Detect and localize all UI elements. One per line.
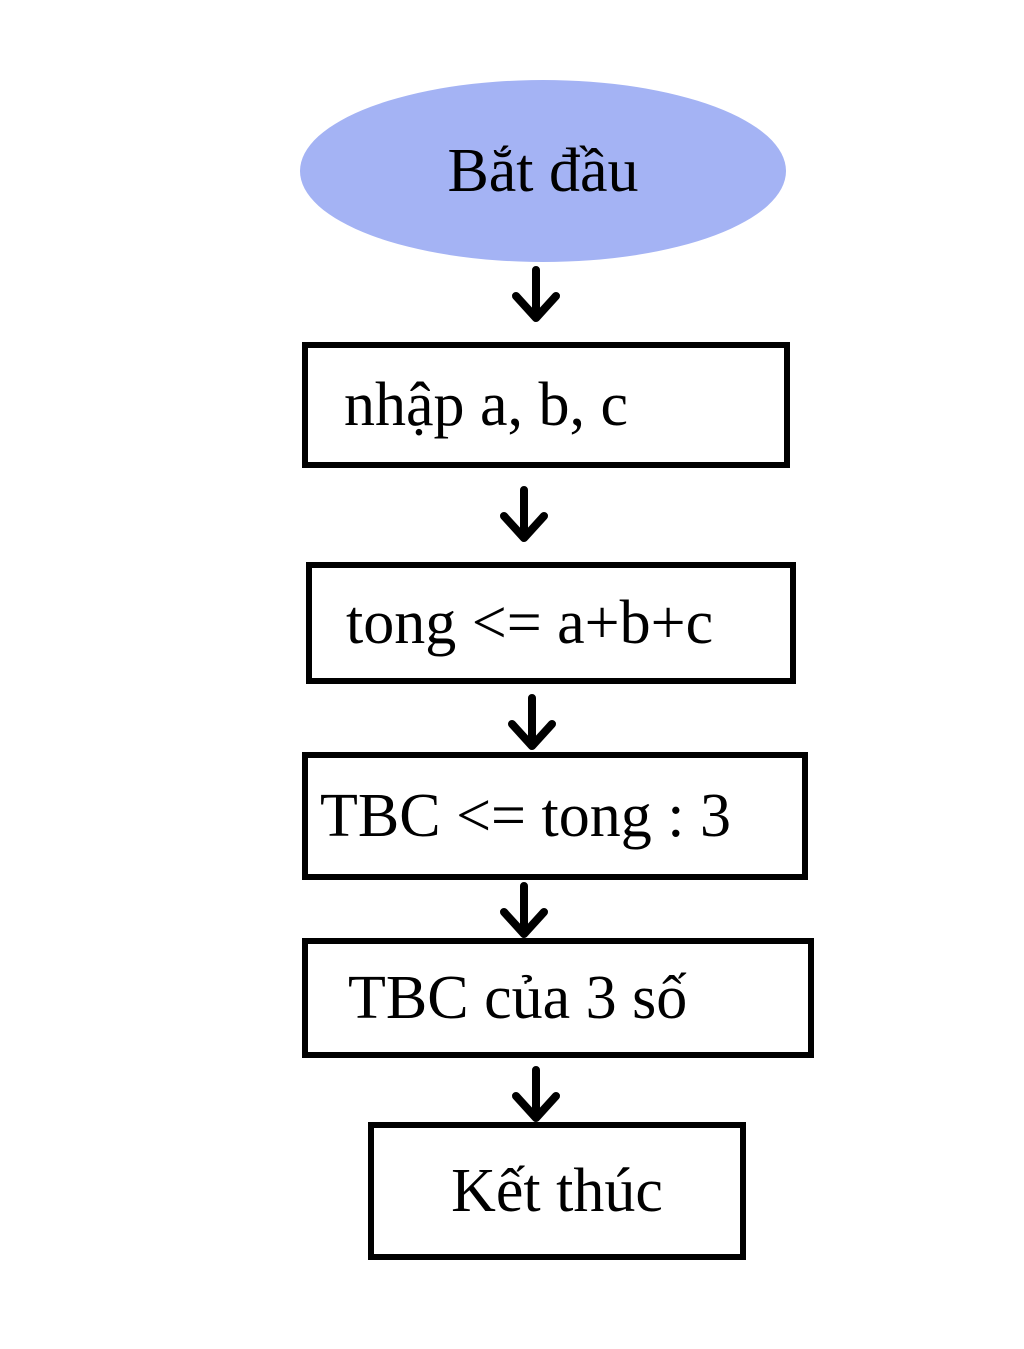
arrow-down-icon [496, 486, 552, 546]
arrow-down-icon [508, 1066, 564, 1126]
arrow-down-icon [496, 882, 552, 942]
output-step-label: TBC của 3 số [348, 964, 688, 1032]
input-step: nhập a, b, c [302, 342, 790, 468]
arrow-down-icon [508, 266, 564, 326]
input-step-label: nhập a, b, c [344, 371, 629, 439]
sum-step-label: tong <= a+b+c [346, 589, 714, 657]
output-step: TBC của 3 số [302, 938, 814, 1058]
end-label: Kết thúc [451, 1157, 663, 1225]
start-label: Bắt đầu [447, 137, 639, 205]
start-node: Bắt đầu [300, 80, 786, 262]
arrow-down-icon [504, 694, 560, 754]
sum-step: tong <= a+b+c [306, 562, 796, 684]
average-step: TBC <= tong : 3 [302, 752, 808, 880]
end-node: Kết thúc [368, 1122, 746, 1260]
average-step-label: TBC <= tong : 3 [320, 782, 731, 850]
